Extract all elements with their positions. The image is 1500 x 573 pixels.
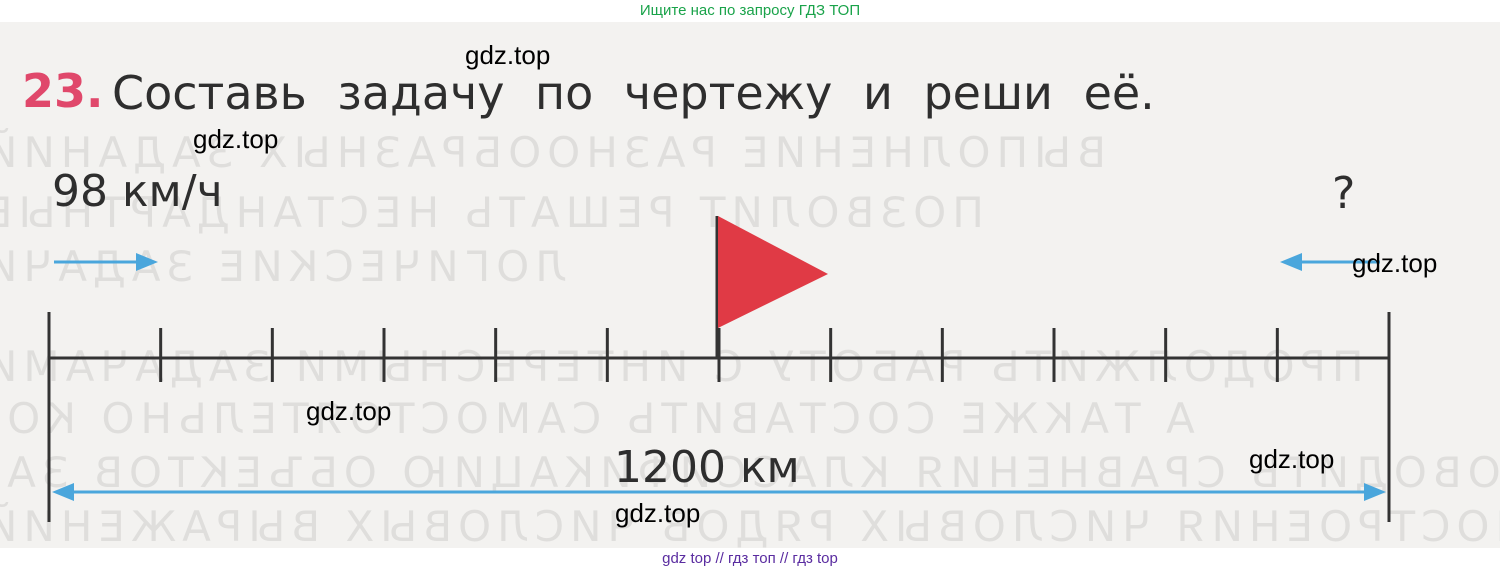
watermark: gdz.top xyxy=(193,124,279,154)
distance-arrow xyxy=(52,483,1386,501)
distance-label: 1200 км xyxy=(614,442,800,493)
left-speed-label: 98 км/ч xyxy=(52,166,223,217)
textbook-page: ВЫПОЛНЕНИЕ РАЗНООБРАЗНЫХ ЗАДАНИЙ ПОЗВОЛИ… xyxy=(0,22,1500,548)
route-ticks xyxy=(159,328,1279,382)
watermark: gdz.top xyxy=(465,40,551,70)
task-number: 23. xyxy=(22,64,104,118)
watermark: gdz.top xyxy=(306,396,392,426)
distance-diagram xyxy=(47,216,1391,522)
top-banner: Ищите нас по запросу ГДЗ ТОП xyxy=(0,0,1500,22)
left-motion-arrow xyxy=(54,253,158,271)
meeting-flag xyxy=(715,216,828,358)
right-speed-unknown: ? xyxy=(1332,168,1356,219)
watermark: gdz.top xyxy=(615,498,701,528)
watermark: gdz.top xyxy=(1352,248,1438,278)
bottom-banner: gdz top // гдз топ // гдз top xyxy=(0,548,1500,573)
watermark: gdz.top xyxy=(1249,444,1335,474)
right-motion-arrow xyxy=(1280,253,1380,271)
task-text: Составь задачу по чертежу и реши её. xyxy=(112,66,1155,120)
